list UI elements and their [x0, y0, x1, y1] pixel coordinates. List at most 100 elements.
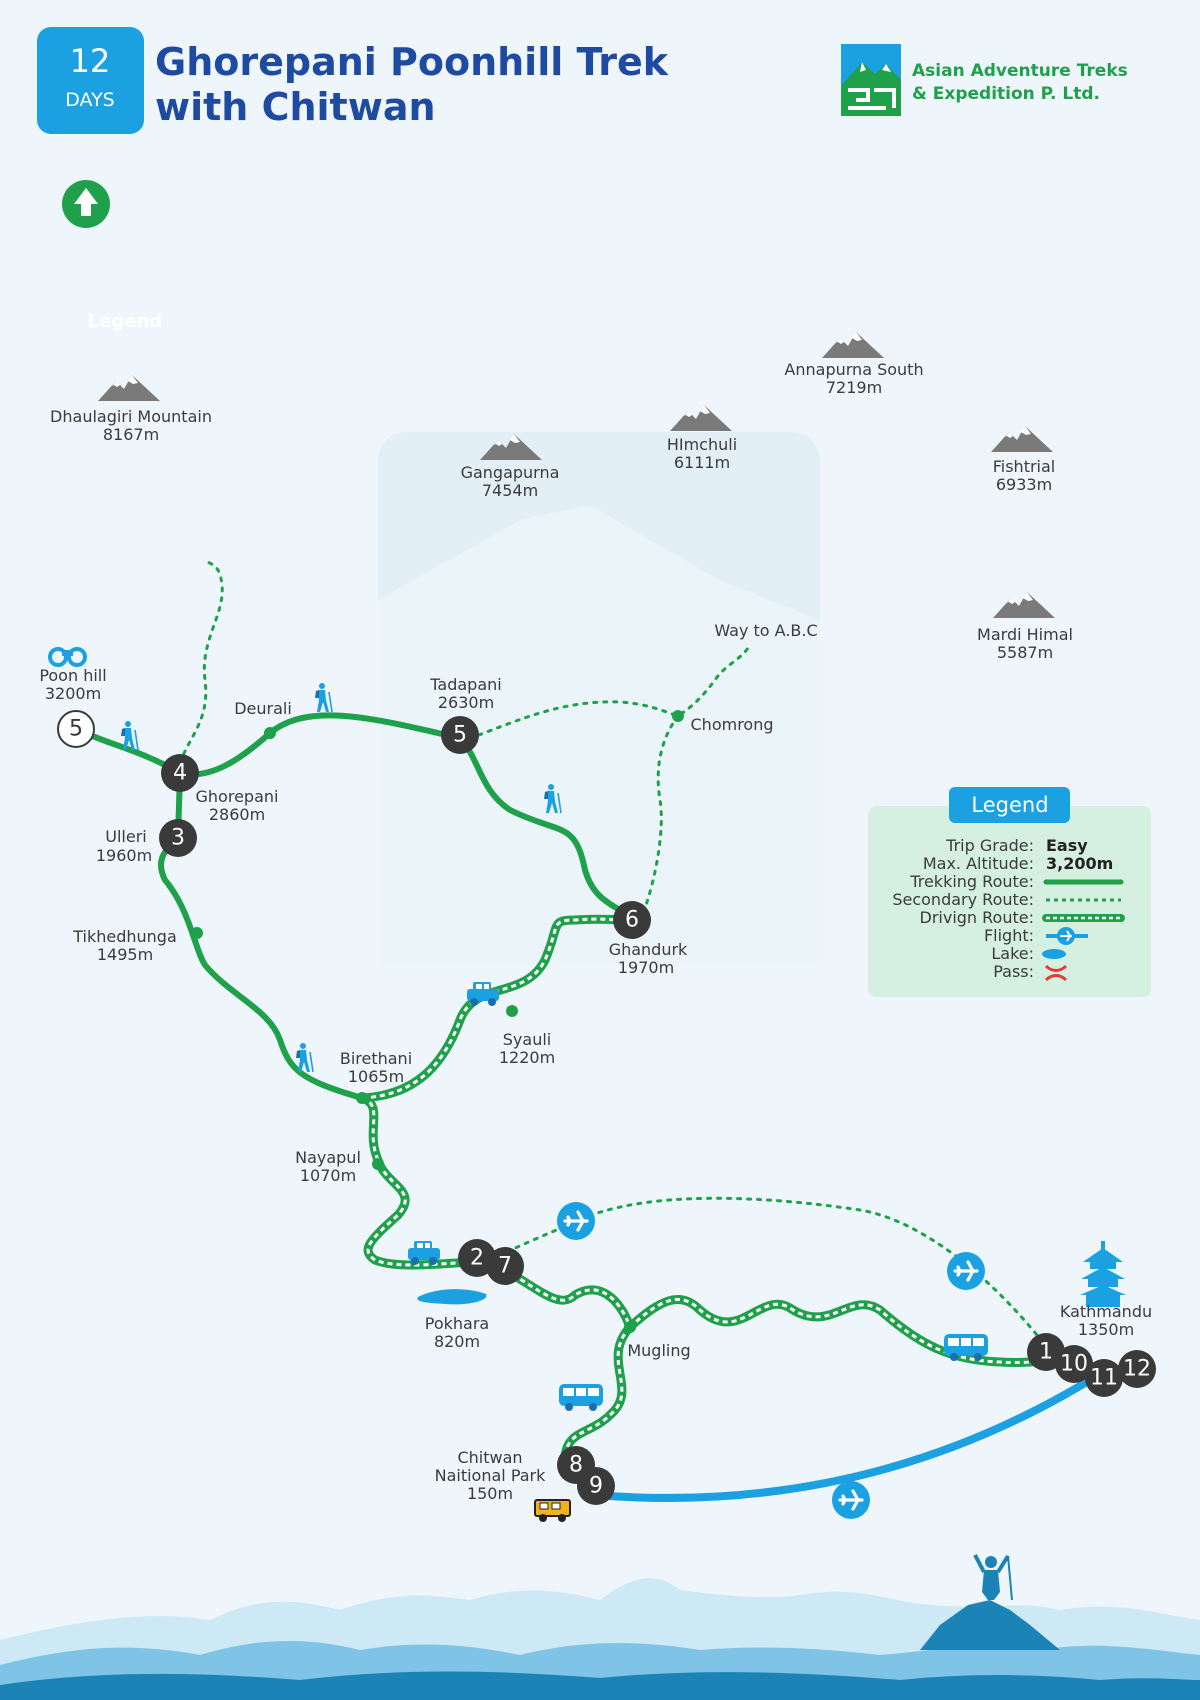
mountain-name: Mardi Himal — [977, 625, 1073, 644]
hiker-icon — [314, 682, 333, 713]
place-label-pokhara: Pokhara 820m — [425, 1314, 489, 1351]
place-label-birethani: Birethani 1065m — [340, 1049, 412, 1086]
mountain-altitude: 7219m — [826, 378, 882, 397]
legend: Legend Trip Grade: Easy Max. Altitude: 3… — [868, 787, 1151, 997]
company-logo — [841, 44, 901, 116]
mountain-name: Fishtrial — [993, 457, 1056, 476]
legend-driving-label: Drivign Route: — [920, 908, 1034, 927]
stop-number: 3 — [171, 826, 185, 851]
place-name: Tadapani — [429, 675, 501, 694]
stop-marker-poonhill[interactable]: 5 — [57, 710, 95, 748]
company-name-line2: & Expedition P. Ltd. — [912, 84, 1100, 104]
place-name: Birethani — [340, 1049, 412, 1068]
place-label-way-abc: Way to A.B.C — [714, 621, 817, 640]
place-name: Ulleri — [105, 827, 146, 846]
place-altitude: 1970m — [618, 958, 674, 977]
place-altitude: 3200m — [45, 684, 101, 703]
days-badge: 12 DAYS — [37, 27, 144, 134]
stop-marker-tadapani[interactable]: 5 — [441, 716, 479, 754]
mountain-name: Annapurna South — [784, 360, 923, 379]
mountain-altitude: 7454m — [482, 481, 538, 500]
place-name-line2: Naitional Park — [435, 1466, 547, 1485]
legend-trip-grade-value: Easy — [1046, 836, 1088, 855]
airplane-icon — [830, 1479, 872, 1521]
pagoda-icon — [1080, 1241, 1126, 1307]
mountain-altitude: 5587m — [997, 643, 1053, 662]
place-name: Pokhara — [425, 1314, 489, 1333]
place-name: Syauli — [503, 1030, 551, 1049]
place-label-nayapul: Nayapul 1070m — [295, 1148, 361, 1185]
legend-secondary-label: Secondary Route: — [892, 890, 1034, 909]
place-altitude: 1350m — [1078, 1320, 1134, 1339]
page-title-line2: with Chitwan — [155, 85, 436, 129]
stop-number: 8 — [569, 1453, 583, 1478]
legend-trekking-label: Trekking Route: — [909, 872, 1034, 891]
place-altitude: 150m — [467, 1484, 513, 1503]
mountain-altitude: 8167m — [103, 425, 159, 444]
place-name-line1: Chitwan — [457, 1448, 522, 1467]
mountain-altitude: 6111m — [674, 453, 730, 472]
place-label-ulleri: Ulleri 1960m — [96, 827, 152, 865]
days-number: 12 — [70, 42, 111, 80]
place-label-ghandurk: Ghandurk 1970m — [609, 940, 688, 977]
place-name: Ghorepani — [196, 787, 279, 806]
stop-number: 5 — [453, 723, 467, 748]
watermark-legend-text: Legend — [88, 311, 162, 332]
place-label-chitwan: Chitwan Naitional Park 150m — [435, 1448, 547, 1503]
place-name: Tikhedhunga — [72, 927, 177, 946]
stop-number: 4 — [173, 761, 187, 786]
waypoint-dots — [191, 710, 684, 1333]
mountain-name: Dhaulagiri Mountain — [50, 407, 212, 426]
safari-jeep-icon — [534, 1499, 571, 1522]
stop-number: 12 — [1123, 1357, 1151, 1382]
driving-routes — [357, 914, 1055, 1465]
mountain-altitude: 6933m — [996, 475, 1052, 494]
place-label-mugling: Mugling — [627, 1341, 690, 1360]
legend-lake-label: Lake: — [991, 944, 1034, 963]
stop-marker-chitwan[interactable]: 8 9 — [557, 1446, 615, 1505]
binoculars-icon — [48, 647, 87, 667]
stop-number: 1 — [1039, 1340, 1053, 1365]
stop-marker-pokhara[interactable]: 2 7 — [458, 1239, 524, 1285]
place-label-syauli: Syauli 1220m — [499, 1030, 555, 1067]
place-label-kathmandu: Kathmandu 1350m — [1060, 1302, 1152, 1339]
mountain-mardi-himal: Mardi Himal 5587m — [977, 592, 1073, 662]
stop-marker-ghandurk[interactable]: 6 — [613, 901, 651, 939]
airplane-icon — [555, 1200, 597, 1242]
place-altitude: 2860m — [209, 805, 265, 824]
legend-pass-swatch — [1044, 964, 1068, 982]
legend-max-alt-value: 3,200m — [1046, 854, 1113, 873]
place-altitude: 820m — [434, 1332, 480, 1351]
place-name: Nayapul — [295, 1148, 361, 1167]
stop-marker-ulleri[interactable]: 3 — [159, 819, 197, 857]
mountain-fishtrial: Fishtrial 6933m — [991, 426, 1055, 494]
trekking-route — [73, 712, 635, 1101]
mountain-name: Gangapurna — [461, 463, 560, 482]
stop-marker-kathmandu[interactable]: 1 10 11 12 — [1027, 1333, 1156, 1397]
legend-title: Legend — [971, 793, 1048, 817]
days-label: DAYS — [65, 89, 115, 111]
place-altitude: 1070m — [300, 1166, 356, 1185]
company-name-line1: Asian Adventure Treks — [912, 61, 1128, 81]
legend-flight-label: Flight: — [984, 926, 1034, 945]
north-arrow-icon — [62, 180, 110, 228]
stop-number: 10 — [1060, 1352, 1088, 1377]
mountain-gangapurna: Gangapurna 7454m — [461, 434, 560, 500]
place-label-tikhedhunga: Tikhedhunga 1495m — [72, 927, 177, 964]
jeep-icon — [467, 982, 499, 1006]
legend-max-alt-label: Max. Altitude: — [923, 854, 1034, 873]
place-label-ghorepani: Ghorepani 2860m — [196, 787, 279, 824]
footer-mountains — [0, 1554, 1200, 1700]
airplane-icon — [945, 1250, 987, 1292]
stop-number: 5 — [69, 717, 83, 742]
place-name: Kathmandu — [1060, 1302, 1152, 1321]
lake-icon — [417, 1289, 487, 1305]
watermark — [378, 432, 820, 967]
legend-trip-grade-label: Trip Grade: — [945, 836, 1034, 855]
stop-number: 6 — [625, 908, 639, 933]
bus-icon — [558, 1383, 604, 1412]
stop-number: 7 — [498, 1254, 512, 1279]
legend-pass-label: Pass: — [993, 962, 1034, 981]
stop-marker-ghorepani[interactable]: 4 — [161, 754, 199, 792]
